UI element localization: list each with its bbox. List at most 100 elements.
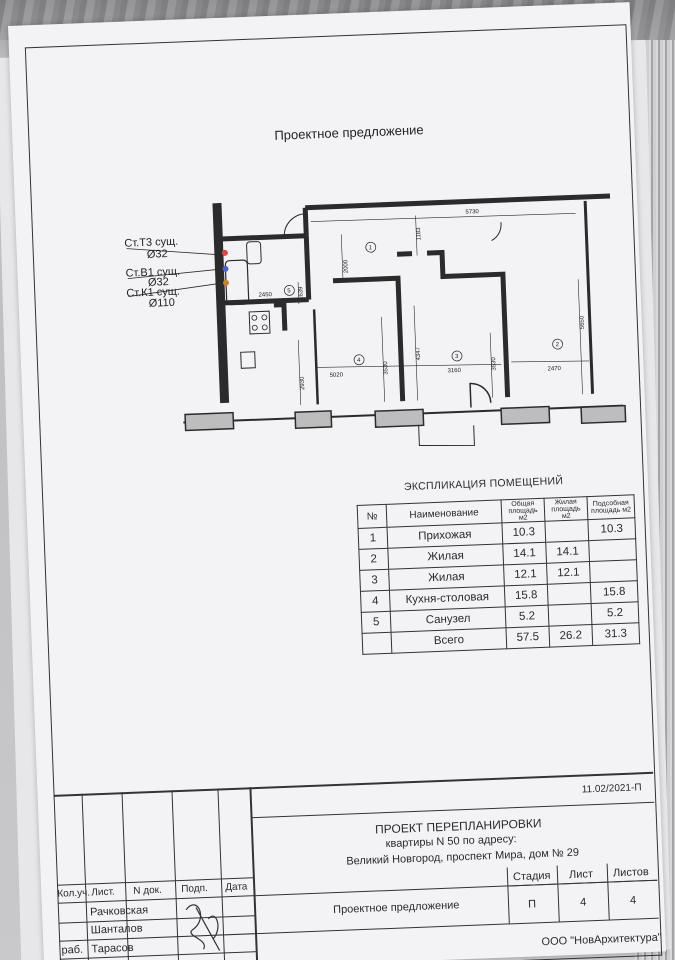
cell-aux [589,559,638,583]
cell-living: 12.1 [546,561,591,585]
cell-total: 12.1 [503,563,548,586]
date-code: 11.02/2021-П [581,782,642,796]
dim-3530-a: 3530 [383,361,390,375]
balcony-outline [418,425,475,447]
room-number-4: 4 [357,358,361,364]
wall-room3 [426,249,511,398]
sheets-header: Листов [612,866,649,880]
dim-3530-b: 3530 [491,356,498,370]
col-header-doc: N док. [133,884,163,897]
header-num: № [357,504,388,529]
wall-room3-left [396,251,413,257]
cell-total: 5.2 [505,605,549,628]
cell-num: 5 [361,611,392,634]
wall-bath-top [218,233,307,242]
signature [185,904,221,951]
sheet-value: 4 [579,896,587,909]
cell-living: 26.2 [548,624,593,648]
cell-living: 14.1 [545,540,590,564]
explication-table: № Наименование Общая площадь м2 Жилая пл… [357,494,641,655]
balcony-door [469,382,492,408]
cell-num: 2 [358,548,389,571]
dim-3160: 3160 [447,368,461,375]
project-line3: Великий Новгород, проспект Мира, дом № 2… [346,846,580,868]
sink [240,351,256,369]
wall-room4-top [332,275,406,402]
riser-b1 [222,265,229,272]
room-number-5: 5 [287,288,291,294]
dim-2000: 2000 [343,259,350,273]
riser-b1-name: Ст.В1 сущ. [125,266,180,280]
wall-right [583,200,595,394]
stage-value: П [527,898,537,911]
riser-k1-dia: Ø110 [149,297,176,310]
cell-num: 3 [359,569,390,592]
cell-aux: 15.8 [590,580,639,604]
title-block: 11.02/2021-П ПРОЕКТ ПЕРЕПЛАНИРОВКИ кварт… [53,771,662,960]
person-role-3: раб. [61,943,84,957]
project-line2: квартиры N 50 по адресу: [385,833,517,851]
room-door [491,222,502,242]
riser-k1-name: Ст.К1 сущ. [126,286,180,300]
header-total: Общая площадь м2 [501,498,545,523]
wall-pier-4 [500,405,551,426]
person-name-3: Тарасов [91,941,134,956]
cell-total: 14.1 [502,542,547,565]
dim-5730: 5730 [465,209,479,216]
wall-kitchen-cab [273,302,288,331]
header-living: Жилая площадь м2 [544,496,588,522]
col-header-sheet: Лист. [91,886,115,899]
stage-header: Стадия [512,869,551,884]
dim-1183: 1183 [416,227,423,241]
cell-aux: 31.3 [591,622,640,646]
cell-total: 15.8 [504,584,549,607]
person-name-2: Шанталов [90,922,143,937]
cell-aux: 10.3 [587,517,636,541]
document-sheet: Проектное предложение [8,2,667,960]
cell-living [544,519,589,543]
entry-door [283,213,306,237]
room-number-1: 1 [369,245,373,251]
wall-pier-1 [184,411,235,432]
wall-outer-top [305,193,611,211]
riser-t3 [221,249,228,256]
cell-name: Всего [391,627,507,654]
wall-pier-2 [294,410,333,430]
cell-num: 1 [358,527,388,550]
wall-bath-right [303,235,312,300]
cell-total: 57.5 [505,626,550,649]
sheet-name: Проектное предложение [332,899,460,917]
cell-num: 4 [360,590,391,613]
toilet [246,241,262,265]
cell-aux [588,538,637,562]
col-header-count: Кол.уч. [57,887,91,900]
wall-corridor [302,207,309,236]
cell-living [547,582,592,606]
wall-bath-bottom [220,297,309,306]
cell-aux: 5.2 [591,601,639,625]
dim-2450: 2450 [258,292,272,299]
cell-num [362,632,392,655]
dim-5650: 5650 [580,315,587,329]
dim-4347: 4347 [416,346,423,360]
stove [248,310,271,335]
riser-t3-dia: Ø32 [147,248,168,261]
organization: ООО "НовАрхитектура" [541,931,662,949]
dim-2470: 2470 [547,366,561,373]
cell-total: 10.3 [501,521,546,544]
cell-living [548,603,592,627]
project-title: ПРОЕКТ ПЕРЕПЛАНИРОВКИ [374,816,542,837]
room-number-3: 3 [455,354,459,360]
wall-pier-3 [374,408,425,428]
dim-2930: 2930 [300,376,307,390]
riser-k1 [223,279,230,286]
riser-b1-dia: Ø32 [148,276,169,289]
floor-plan: Ст.Т3 сущ. Ø32 Ст.В1 сущ. Ø32 Ст.К1 сущ.… [124,193,627,447]
dim-5020: 5020 [330,372,344,379]
riser-t3-name: Ст.Т3 сущ. [124,236,178,250]
header-aux: Подсобная площадь м2 [586,494,635,520]
sheet-header: Лист [568,868,594,882]
room-number-2: 2 [556,342,560,348]
sheets-value: 4 [629,894,637,907]
